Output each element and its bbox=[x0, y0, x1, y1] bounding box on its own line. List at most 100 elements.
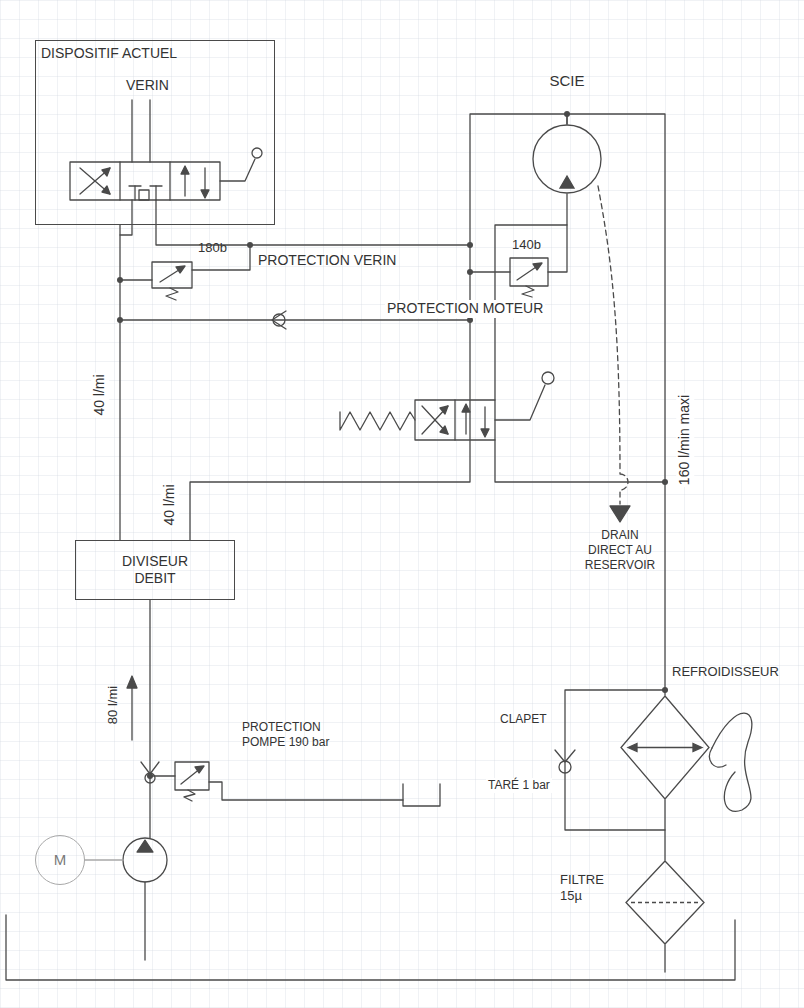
flow-divider-box: DIVISEUR DEBIT bbox=[75, 540, 235, 600]
cooler-symbol-outline bbox=[620, 695, 710, 800]
directional-valve bbox=[422, 406, 448, 434]
filter-symbol-outline bbox=[625, 860, 705, 945]
filter-symbol: FILTRE 15µ bbox=[560, 860, 710, 948]
drain-line bbox=[598, 186, 630, 522]
directional-valve bbox=[134, 186, 135, 200]
relief-valve bbox=[175, 762, 209, 790]
directional-valve bbox=[102, 168, 110, 176]
directional-valve bbox=[340, 372, 554, 440]
directional-valve bbox=[119, 162, 120, 200]
check-valve bbox=[273, 314, 285, 326]
hydraulic-line bbox=[565, 690, 665, 830]
junction-dot bbox=[147, 773, 153, 779]
saw-motor bbox=[533, 125, 601, 193]
annotation: PROTECTION MOTEUR bbox=[385, 300, 545, 318]
flow-arrow bbox=[131, 680, 132, 740]
node-title: DISPOSITIF ACTUEL bbox=[41, 45, 177, 63]
directional-valve bbox=[80, 168, 110, 194]
annotation: CLAPET bbox=[500, 712, 547, 727]
annotation: 80 l/mi bbox=[105, 686, 121, 724]
directional-valve bbox=[102, 186, 110, 194]
hydraulic-line bbox=[120, 200, 132, 235]
pump-symbol bbox=[123, 838, 167, 882]
flow-rate-label: 40 l/mi bbox=[161, 482, 179, 527]
hydraulic-line bbox=[664, 945, 665, 972]
motor-circle bbox=[533, 125, 601, 193]
flow-rate-label: 40 l/mi bbox=[91, 372, 109, 417]
hydraulic-line bbox=[156, 200, 470, 245]
pump-symbol bbox=[123, 838, 167, 882]
check-valve bbox=[559, 761, 571, 773]
relief-valve bbox=[150, 762, 403, 801]
directional-valve bbox=[454, 400, 455, 440]
relief-valve bbox=[120, 279, 152, 280]
reservoir bbox=[6, 915, 735, 980]
hydraulic-line bbox=[144, 882, 145, 960]
cooler-symbol: REFROIDISSEUR bbox=[615, 662, 800, 802]
annotation: PROTECTION VERIN bbox=[258, 252, 396, 270]
hydraulic-symbols bbox=[6, 100, 752, 980]
hydraulic-line bbox=[190, 114, 567, 540]
hydraulic-line bbox=[120, 319, 470, 320]
hydraulic-line bbox=[119, 225, 120, 540]
relief-valve bbox=[209, 782, 403, 800]
fan-symbol bbox=[710, 748, 726, 767]
hydraulic-line bbox=[149, 600, 150, 838]
relief-valve bbox=[150, 775, 175, 776]
cooler-symbol bbox=[621, 696, 709, 799]
directional-valve bbox=[70, 148, 262, 200]
check-valve bbox=[145, 773, 155, 783]
annotation: DRAIN DIRECT AU RESERVOIR bbox=[578, 528, 662, 573]
flow-rate-label: 160 l/min maxi bbox=[676, 393, 694, 487]
directional-valve bbox=[340, 412, 415, 430]
junction-dot bbox=[117, 111, 668, 779]
relief-valve bbox=[470, 271, 510, 272]
filter-element bbox=[631, 902, 699, 903]
directional-valve bbox=[80, 168, 110, 194]
relief-valve bbox=[510, 258, 548, 286]
flow-arrow bbox=[127, 676, 137, 740]
node-title: M bbox=[54, 851, 67, 870]
relief-valve bbox=[166, 288, 178, 300]
node-title: DIVISEUR DEBIT bbox=[108, 553, 203, 588]
directional-valve bbox=[220, 159, 255, 181]
directional-valve bbox=[129, 185, 141, 186]
relief-valve bbox=[192, 245, 250, 270]
arrow-head bbox=[628, 744, 637, 752]
fan-symbol bbox=[710, 713, 752, 811]
node-text: VERIN bbox=[126, 77, 169, 95]
pump-symbol bbox=[137, 840, 153, 852]
relief-valve bbox=[548, 225, 567, 272]
junction-dot bbox=[247, 242, 253, 248]
node-title: SCIE bbox=[527, 72, 607, 91]
directional-valve bbox=[415, 400, 495, 440]
check-valve bbox=[141, 762, 159, 774]
hydraulic-line bbox=[664, 800, 665, 860]
annotation: TARÉ 1 bar bbox=[486, 778, 552, 793]
directional-valve bbox=[542, 372, 554, 384]
check-valve bbox=[272, 311, 286, 329]
relief-valve bbox=[522, 286, 534, 297]
hydraulic-line bbox=[120, 194, 665, 972]
arrow-head bbox=[693, 744, 702, 752]
cooler-arrow bbox=[632, 747, 698, 748]
directional-valve bbox=[440, 406, 448, 414]
relief-valve bbox=[152, 262, 192, 288]
relief-valve bbox=[195, 766, 204, 773]
flow-triangle bbox=[560, 176, 574, 188]
reservoir bbox=[6, 915, 735, 980]
directional-valve bbox=[495, 385, 545, 420]
device-box: DISPOSITIF ACTUEL VERIN bbox=[35, 40, 275, 225]
directional-valve bbox=[422, 406, 448, 434]
pressure-setting: 140b bbox=[512, 237, 541, 253]
directional-valve bbox=[139, 190, 149, 200]
directional-valve bbox=[252, 148, 262, 158]
cylinder-rod bbox=[132, 100, 150, 162]
fan-symbol bbox=[712, 713, 752, 811]
diamond-outline bbox=[626, 861, 704, 944]
motor-shaft bbox=[85, 859, 123, 860]
filter-symbol bbox=[626, 861, 704, 944]
node-title: FILTRE 15µ bbox=[560, 872, 618, 905]
